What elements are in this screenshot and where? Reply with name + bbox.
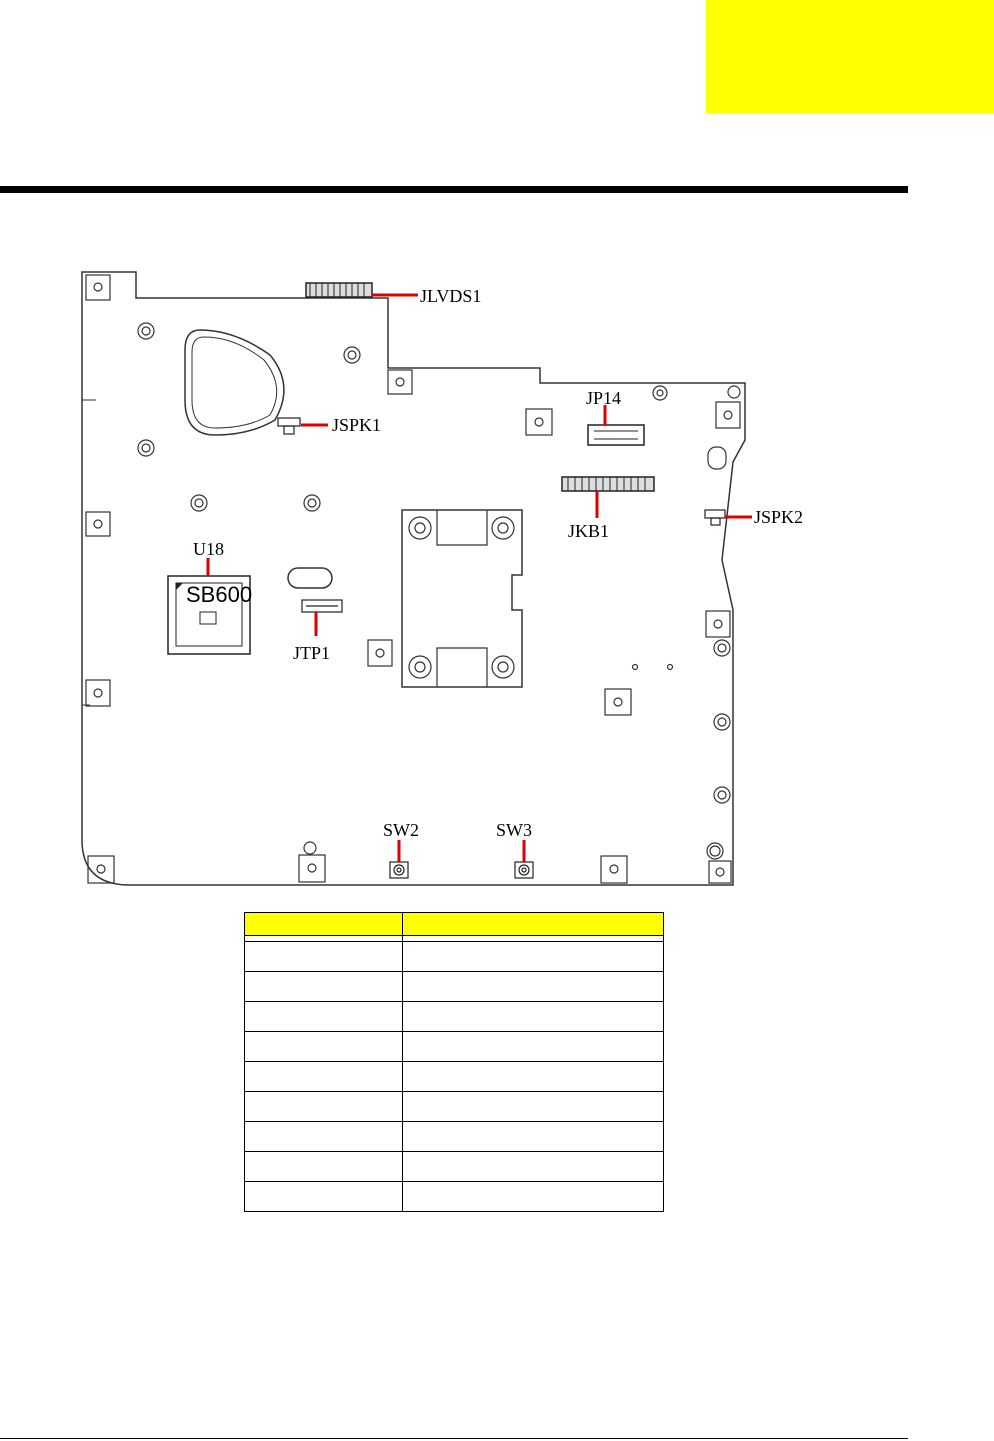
chip-marking: SB600 — [186, 582, 252, 607]
table-cell — [402, 1031, 664, 1062]
table-cell — [402, 1151, 664, 1182]
table-row — [244, 1121, 664, 1152]
table-header-cell — [244, 912, 403, 936]
table-header-row — [244, 912, 664, 936]
mainboard-diagram: JLVDS1 JSPK1 JP14 JKB1 JSPK2 — [81, 271, 803, 886]
table-cell — [244, 1151, 403, 1182]
board-outline — [81, 271, 746, 886]
sw3-switch — [514, 861, 534, 879]
table-row — [244, 1151, 664, 1182]
table-cell — [244, 971, 403, 1002]
table-row — [244, 1001, 664, 1032]
table-cell — [402, 1121, 664, 1152]
table-cell — [244, 1121, 403, 1152]
callout-jspk1: JSPK1 — [332, 415, 381, 435]
table-cell — [244, 1031, 403, 1062]
callout-sw3: SW3 — [496, 820, 532, 840]
table-row — [244, 941, 664, 972]
callout-jp14: JP14 — [586, 388, 621, 408]
table-cell — [402, 1001, 664, 1032]
table-cell — [402, 941, 664, 972]
callout-sw2: SW2 — [383, 820, 419, 840]
table-cell — [244, 1181, 403, 1212]
component-table — [244, 912, 664, 1212]
jlvds1-connector — [305, 282, 373, 298]
table-row — [244, 1061, 664, 1092]
table-cell — [244, 941, 403, 972]
table-row — [244, 1181, 664, 1212]
jkb1-connector — [561, 476, 655, 492]
callout-jlvds1: JLVDS1 — [420, 286, 481, 306]
table-row — [244, 1031, 664, 1062]
table-cell — [244, 1091, 403, 1122]
table-header-cell — [402, 912, 664, 936]
jp14-connector — [587, 424, 645, 446]
jspk2-connector — [704, 509, 726, 526]
table-cell — [402, 1061, 664, 1092]
table-cell — [244, 1061, 403, 1092]
callout-jspk2: JSPK2 — [754, 507, 803, 527]
cpu-bracket — [401, 509, 523, 688]
jtp1-connector — [301, 599, 343, 613]
table-row — [244, 1091, 664, 1122]
jspk1-connector — [277, 417, 301, 435]
table-cell — [402, 1181, 664, 1212]
callout-u18: U18 — [193, 539, 224, 559]
cavity — [184, 329, 285, 436]
sw2-switch — [389, 861, 409, 879]
table-cell — [402, 1091, 664, 1122]
table-row — [244, 971, 664, 1002]
table-cell — [402, 971, 664, 1002]
chapter-tab — [706, 0, 994, 113]
callout-jtp1: JTP1 — [293, 643, 330, 663]
table-cell — [244, 1001, 403, 1032]
footer-rule — [0, 1438, 908, 1439]
header-rule — [0, 186, 908, 193]
callout-jkb1: JKB1 — [568, 521, 609, 541]
